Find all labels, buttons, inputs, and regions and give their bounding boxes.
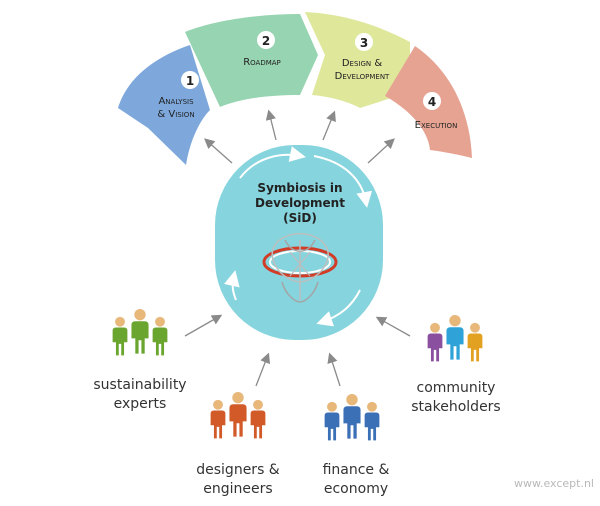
person-head [155,316,165,327]
phase-4-label: Execution [415,120,458,131]
person-head [346,393,358,406]
arrow-from-finance [327,352,341,387]
person-body [364,412,380,441]
phase-3-segment [305,12,410,108]
person-body [343,406,361,439]
finance-label-line-1: finance & [323,462,390,478]
community-label-line-1: community [417,380,496,396]
phase-4: 4 Execution [415,92,458,131]
community-label-line-2: stakeholders [411,399,500,415]
circular-flow-arrows [224,146,373,327]
arrow-to-phase-2 [265,109,277,141]
person-head [115,316,125,327]
phase-arrows [204,109,395,164]
group-label-sustainability: sustainability experts [93,377,186,412]
person-head [367,401,377,412]
phase-2: 2 Roadmap [243,31,281,68]
phase-2-number: 2 [262,34,270,48]
person-body [324,412,340,441]
phase-3-label-line-1: Design & [342,58,382,69]
person-head [470,322,480,333]
phase-3-number-badge [355,33,373,51]
arrow-to-phase-3 [322,110,336,141]
flow-arrow-left [224,270,240,301]
phase-3-number: 3 [360,36,368,50]
arrow-to-phase-1 [204,138,233,164]
person-body [112,327,128,356]
phase-2-segment [185,14,318,107]
arrow-from-designers [255,352,271,387]
person-head [253,399,263,410]
group-label-designers: designers & engineers [196,462,280,497]
sid-logo-icon [262,233,338,303]
watermark: www.except.nl [514,477,594,490]
flow-arrow-lower-right [316,289,361,327]
group-label-community: community stakeholders [411,380,500,415]
person-body [229,404,247,437]
person-head [449,314,461,327]
phase-2-number-badge [257,31,275,49]
phase-1-label-line-2: & Vision [157,109,194,120]
sustainability-experts-people-icon [112,308,168,356]
sid-title-line-1: Symbiosis in [257,181,342,195]
person-body [446,327,464,360]
phase-3: 3 Design & Development [335,33,390,82]
flow-arrow-top [239,146,306,179]
designers-label-line-2: engineers [203,481,272,497]
arrow-from-community [375,316,411,337]
phase-1: 1 Analysis & Vision [157,71,199,120]
person-body [210,410,226,439]
phase-4-number-badge [423,92,441,110]
sid-title: Symbiosis in Development (SiD) [255,181,345,225]
person-head [430,322,440,333]
phase-4-number: 4 [428,95,436,109]
finance-economy-people-icon [324,393,380,441]
arrow-from-sustainability [184,314,223,337]
flow-arrow-right [313,155,373,208]
person-body [250,410,266,439]
finance-label-line-2: economy [324,481,388,497]
person-head [232,391,244,404]
arrow-to-phase-4 [367,138,395,164]
sid-title-line-2: Development [255,196,345,210]
person-head [213,399,223,410]
phase-1-number-badge [181,71,199,89]
designers-engineers-people-icon [210,391,266,439]
person-body [152,327,168,356]
person-head [134,308,146,321]
sustainability-label-line-1: sustainability [93,377,186,393]
person-body [427,333,443,362]
phase-1-label-line-1: Analysis [158,96,194,107]
community-stakeholders-people-icon [427,314,483,362]
sid-center-shape [215,145,383,340]
phase-arc [118,12,472,165]
group-arrows [184,314,411,387]
phase-1-number: 1 [186,74,194,88]
group-label-finance: finance & economy [323,462,390,497]
designers-label-line-1: designers & [196,462,280,478]
phase-3-label-line-2: Development [335,71,390,82]
sid-title-line-3: (SiD) [283,211,317,225]
phase-2-label: Roadmap [243,57,281,68]
sustainability-label-line-2: experts [114,396,167,412]
person-head [327,401,337,412]
person-body [467,333,483,362]
person-body [131,321,149,354]
